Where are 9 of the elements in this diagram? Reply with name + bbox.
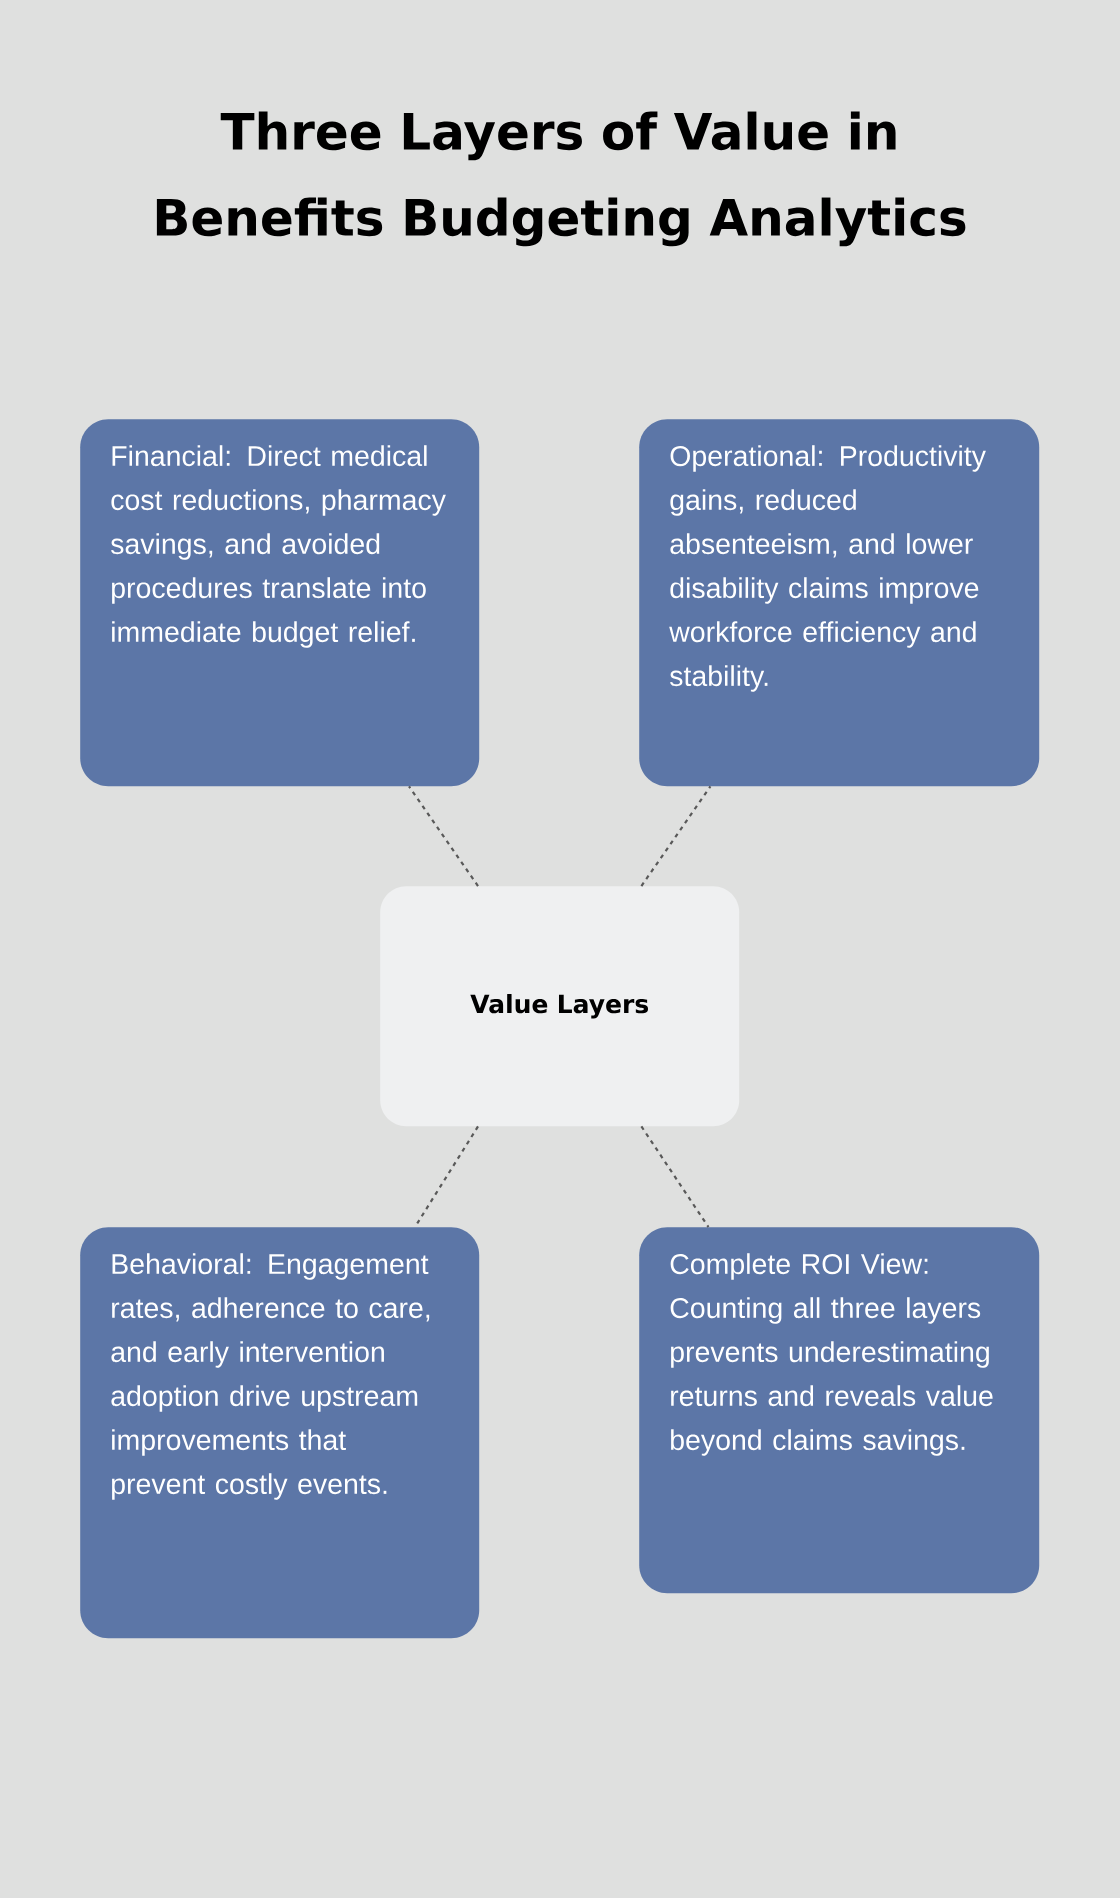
connector-line	[640, 1125, 710, 1228]
text-box: Financial: Direct medical cost reductions, pharmacy savings, and avoided procedures translate into immediate budget relief.	[80, 419, 480, 787]
text-box: Operational: Productivity gains, reduced absenteeism, and lower disability claims improve workforce efficiency and stability.	[639, 419, 1040, 787]
text-box: Complete ROI View: Counting all three layers prevents underestimating returns and reveals value beyond claims savings.	[639, 1227, 1040, 1594]
connector-line	[408, 785, 479, 887]
title: Three Layers of Value in Benefits Budgeting Analytics	[156, 111, 966, 247]
text-box: Behavioral: Engagement rates, adherence to care, and early intervention adoption drive upstream improvements that prevent costly events.	[80, 1227, 480, 1639]
connector-line	[640, 785, 712, 887]
center-box: Value Layers	[380, 886, 740, 1127]
